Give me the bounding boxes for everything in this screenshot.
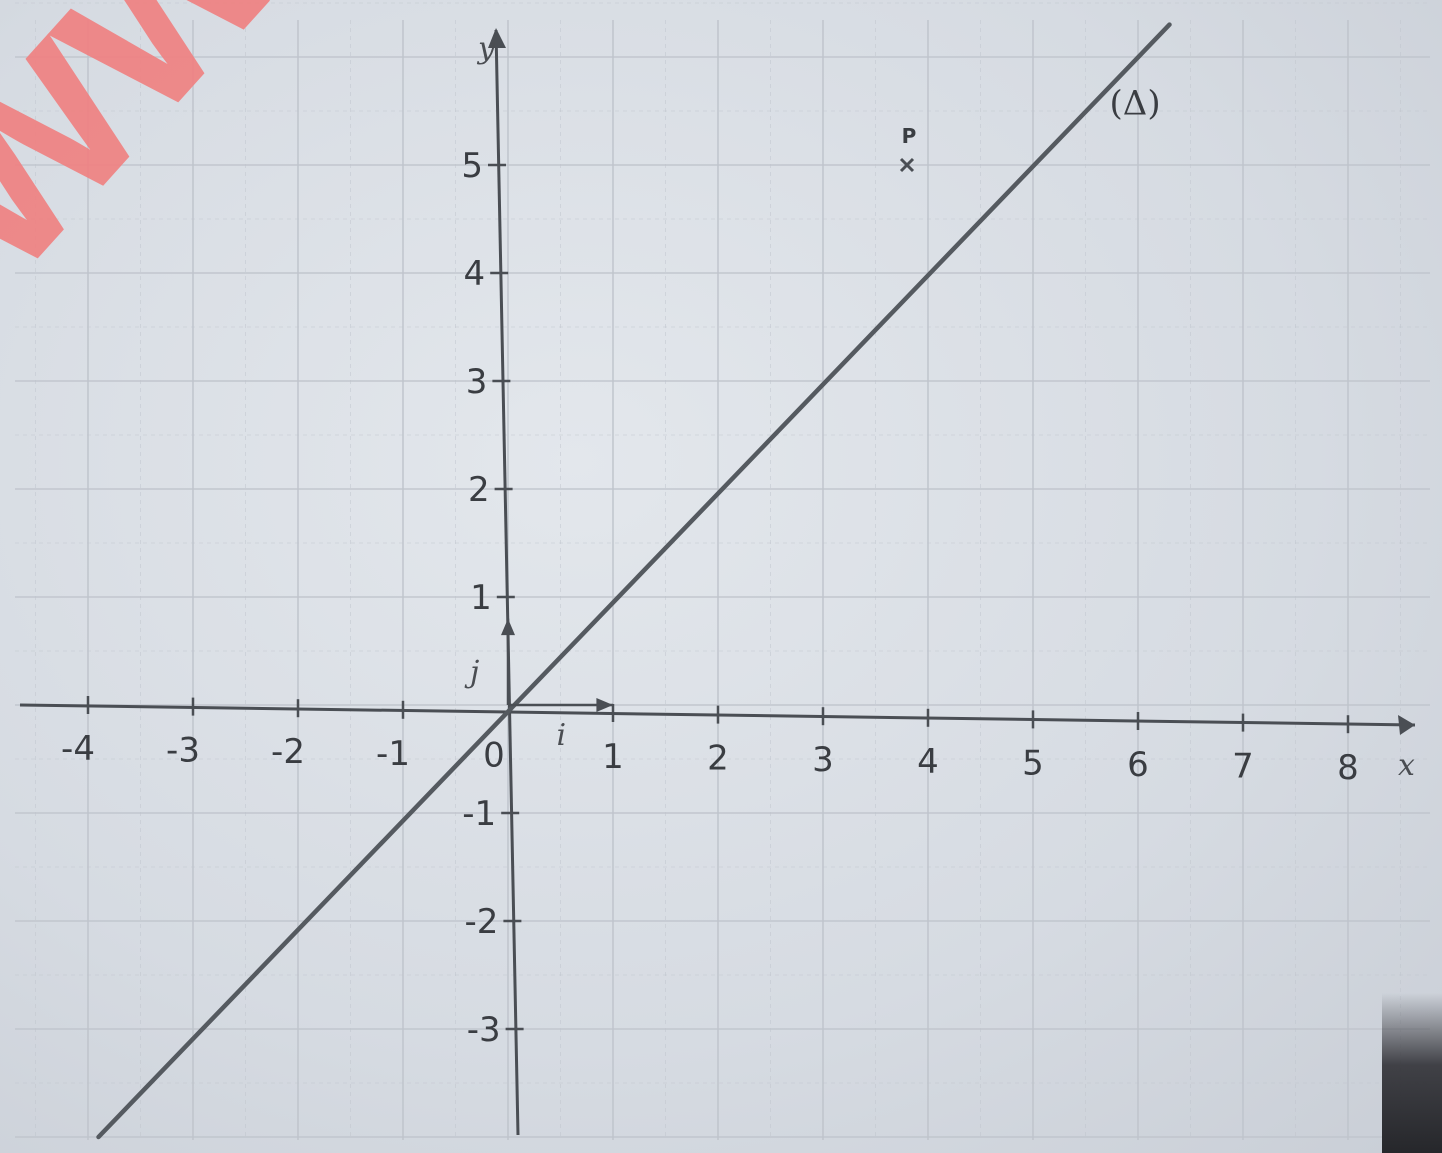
x-tick-label: 8 [1337, 748, 1359, 788]
y-axis-arrow [488, 28, 506, 48]
x-tick-label: 5 [1022, 743, 1044, 783]
series-label-delta: (Δ) [1110, 84, 1161, 124]
point-marker [899, 157, 915, 173]
vector-label-i: i [557, 718, 567, 753]
vector-arrowhead-i [596, 697, 613, 713]
y-axis [494, 29, 520, 1136]
x-tick-label: 1 [602, 737, 624, 777]
x-tick-label: -4 [61, 729, 95, 769]
x-tick-label: -3 [166, 731, 200, 771]
x-tick-label: -2 [271, 732, 305, 772]
x-axis-arrow [1398, 715, 1415, 735]
x-tick-label: 0 [483, 735, 505, 775]
x-tick-label: 6 [1127, 745, 1149, 785]
y-tick-label: -3 [467, 1010, 501, 1050]
y-tick-label: 3 [466, 362, 488, 402]
y-tick-label: -2 [464, 902, 498, 942]
y-tick-label: -1 [462, 794, 496, 834]
point-label-P: P [902, 124, 917, 148]
photo-shadow [1382, 993, 1442, 1153]
vector-arrowhead-j [500, 618, 516, 636]
x-tick-label: -1 [376, 734, 410, 774]
y-tick-label: 5 [461, 146, 483, 186]
y-axis-label: y [476, 31, 496, 66]
series-line-delta [96, 22, 1172, 1140]
y-tick-label: 1 [470, 578, 492, 618]
vector-label-j: j [464, 655, 479, 690]
y-tick-label: 2 [468, 470, 490, 510]
x-tick-label: 4 [917, 742, 939, 782]
x-tick-label: 7 [1232, 747, 1254, 787]
y-tick-label: 4 [464, 254, 486, 294]
x-axis-label: x [1398, 748, 1415, 783]
x-tick-label: 3 [812, 740, 834, 780]
x-tick-label: 2 [707, 739, 729, 779]
